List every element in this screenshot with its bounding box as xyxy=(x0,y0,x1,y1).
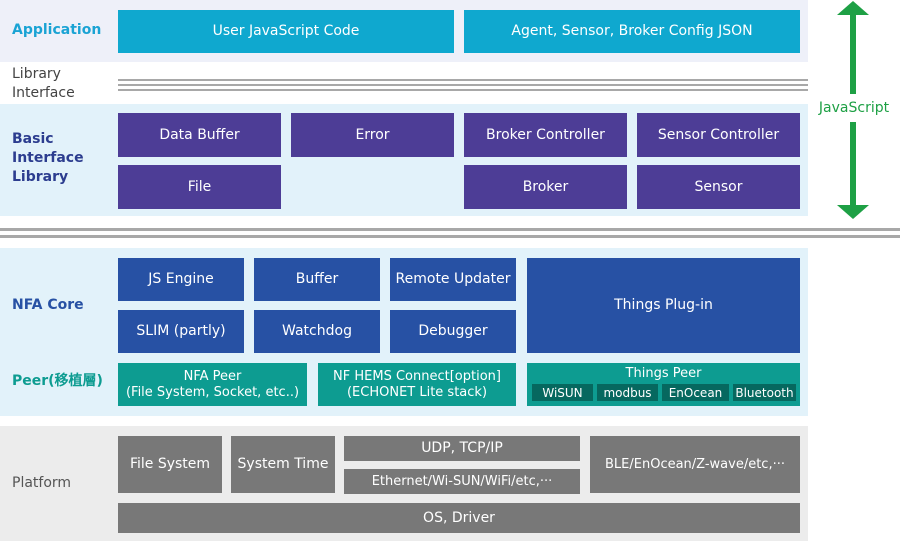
protocol-modbus: modbus xyxy=(597,384,658,401)
arrow-head-up xyxy=(837,1,869,15)
watchdog-block: Watchdog xyxy=(254,310,380,353)
remote-updater-block: Remote Updater xyxy=(390,258,516,301)
separator-line xyxy=(0,228,900,231)
arrow-head-down xyxy=(837,205,869,219)
ethernet-block: Ethernet/Wi-SUN/WiFi/etc,··· xyxy=(344,469,580,494)
library-interface-line xyxy=(118,89,808,91)
file-block: File xyxy=(118,165,281,209)
basic-interface-label: Basic Interface Library xyxy=(12,131,84,185)
sensor-controller-block: Sensor Controller xyxy=(637,113,800,157)
js-engine-block: JS Engine xyxy=(118,258,244,301)
separator-line xyxy=(0,235,900,238)
sensor-block: Sensor xyxy=(637,165,800,209)
slim-block: SLIM (partly) xyxy=(118,310,244,353)
protocol-bluetooth: Bluetooth xyxy=(733,384,796,401)
protocol-wisun: WiSUN xyxy=(532,384,593,401)
udp-tcp-block: UDP, TCP/IP xyxy=(344,436,580,461)
config-json-block: Agent, Sensor, Broker Config JSON xyxy=(464,10,800,53)
application-label: Application xyxy=(12,22,102,38)
javascript-arrow-label: JavaScript xyxy=(818,100,890,116)
library-interface-line xyxy=(118,84,808,86)
data-buffer-block: Data Buffer xyxy=(118,113,281,157)
file-system-block: File System xyxy=(118,436,222,493)
peer-label: Peer(移植層) xyxy=(12,373,103,389)
buffer-block: Buffer xyxy=(254,258,380,301)
library-interface-line xyxy=(118,79,808,81)
javascript-double-arrow-icon xyxy=(837,1,869,219)
os-driver-block: OS, Driver xyxy=(118,503,800,533)
system-time-block: System Time xyxy=(231,436,335,493)
ble-enocean-block: BLE/EnOcean/Z-wave/etc,··· xyxy=(590,436,800,493)
broker-controller-block: Broker Controller xyxy=(464,113,627,157)
nfa-core-label: NFA Core xyxy=(12,297,84,313)
debugger-block: Debugger xyxy=(390,310,516,353)
nfa-peer-block: NFA Peer (File System, Socket, etc..) xyxy=(118,363,307,406)
user-javascript-code-block: User JavaScript Code xyxy=(118,10,454,53)
protocol-enocean: EnOcean xyxy=(662,384,729,401)
things-peer-label: Things Peer xyxy=(625,366,702,381)
arrow-shaft-bottom xyxy=(850,122,856,206)
library-interface-label: Library Interface xyxy=(12,66,75,101)
things-plugin-block: Things Plug-in xyxy=(527,258,800,353)
broker-block: Broker xyxy=(464,165,627,209)
nf-hems-connect-block: NF HEMS Connect[option] (ECHONET Lite st… xyxy=(318,363,516,406)
platform-label: Platform xyxy=(12,475,72,491)
arrow-shaft-top xyxy=(850,14,856,94)
error-block: Error xyxy=(291,113,454,157)
